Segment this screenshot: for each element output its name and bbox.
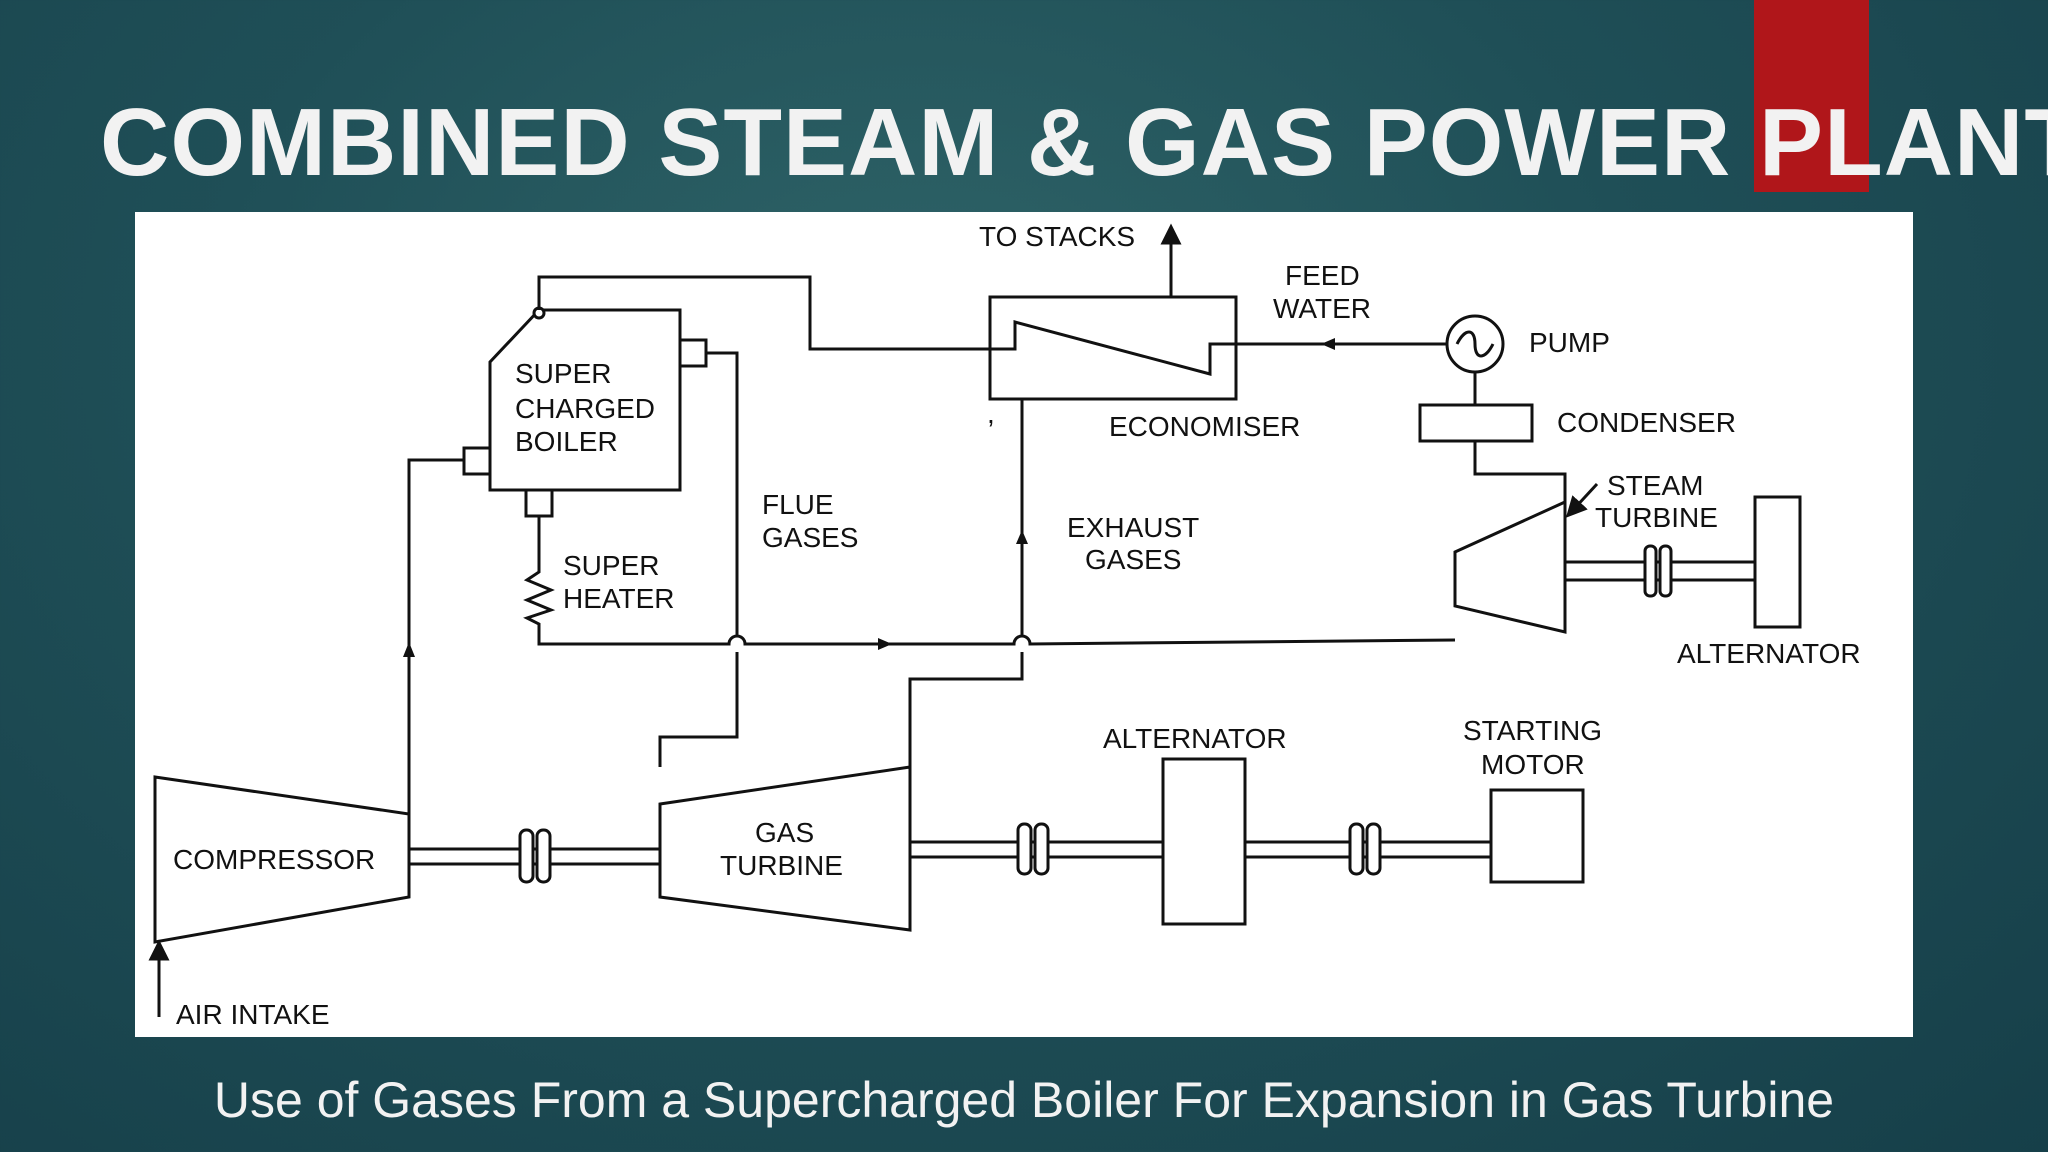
slide-title: COMBINED STEAM & GAS POWER PLANTS [100, 89, 2048, 196]
gas-alternator-label: ALTERNATOR [1103, 723, 1287, 754]
red-accent-bar [1754, 0, 1869, 192]
boiler-air-port [462, 446, 492, 476]
steam-flow-arrow [878, 638, 892, 650]
gas-coupling-a [1016, 822, 1033, 876]
water-label: WATER [1273, 293, 1371, 324]
exhaust-gases-label: GASES [1085, 544, 1181, 575]
exhaust-label: EXHAUST [1067, 512, 1199, 543]
steam-coupling-b [1658, 544, 1673, 598]
feed-water-arrow [1321, 338, 1335, 350]
economiser-coil [990, 320, 1236, 376]
steam-turbine [1453, 499, 1567, 634]
compressor-coupling-a [518, 828, 535, 884]
air-flow-arrow [403, 642, 415, 657]
boiler-flue-port [678, 338, 708, 368]
superheater-to-steam-turbine-line [537, 634, 1456, 646]
pump-label: PUMP [1529, 327, 1610, 358]
economiser-mark: , [987, 398, 995, 429]
to-stacks-label: TO STACKS [979, 221, 1135, 252]
boiler-label-2: CHARGED [515, 393, 655, 424]
gas-alternator [1161, 757, 1247, 926]
combined-plant-diagram: , [148, 221, 1861, 1030]
slide-caption: Use of Gases From a Supercharged Boiler … [213, 1072, 1835, 1128]
compressor [153, 775, 411, 944]
boiler-to-economiser-pipe [537, 275, 990, 351]
motor-coupling-b [1365, 822, 1382, 876]
exhaust-flow-arrow [1016, 530, 1028, 544]
flue-gases-label: GASES [762, 522, 858, 553]
steam-turbine-pointer [1565, 482, 1599, 518]
superheater-label-2: HEATER [563, 583, 675, 614]
boiler-label-3: BOILER [515, 426, 618, 457]
boiler-steam-port [524, 488, 554, 518]
motor-label: MOTOR [1481, 749, 1585, 780]
flue-label: FLUE [762, 489, 834, 520]
condenser-label: CONDENSER [1557, 407, 1736, 438]
superheater-label-1: SUPER [563, 550, 659, 581]
starting-motor [1489, 788, 1585, 884]
pump-wave-icon [1455, 330, 1495, 358]
starting-label: STARTING [1463, 715, 1602, 746]
compressor-label: COMPRESSOR [173, 844, 375, 875]
exhaust-gases-line [908, 399, 1024, 767]
steam-label: STEAM [1607, 470, 1703, 501]
motor-coupling-a [1348, 822, 1365, 876]
economiser-label: ECONOMISER [1109, 411, 1300, 442]
boiler-label-1: SUPER [515, 358, 611, 389]
compressor-to-boiler-line [407, 458, 464, 814]
air-intake-label: AIR INTAKE [176, 999, 330, 1030]
steam-alternator-label: ALTERNATOR [1677, 638, 1861, 669]
gas-turbine [658, 765, 912, 932]
gas-turbine-label: TURBINE [720, 850, 843, 881]
gas-label: GAS [755, 817, 814, 848]
compressor-coupling-b [535, 828, 552, 884]
superheater-coil [523, 516, 556, 642]
gas-coupling-b [1033, 822, 1050, 876]
condenser [1418, 403, 1534, 443]
feed-label: FEED [1285, 260, 1360, 291]
steam-coupling-a [1643, 544, 1658, 598]
flue-gases-line [658, 351, 739, 767]
diagram-panel: , [135, 212, 1913, 1037]
steam-turbine-label: TURBINE [1595, 502, 1718, 533]
condenser-to-turbine-line [1473, 441, 1567, 510]
supercharged-boiler [488, 308, 682, 492]
steam-alternator [1753, 495, 1802, 629]
